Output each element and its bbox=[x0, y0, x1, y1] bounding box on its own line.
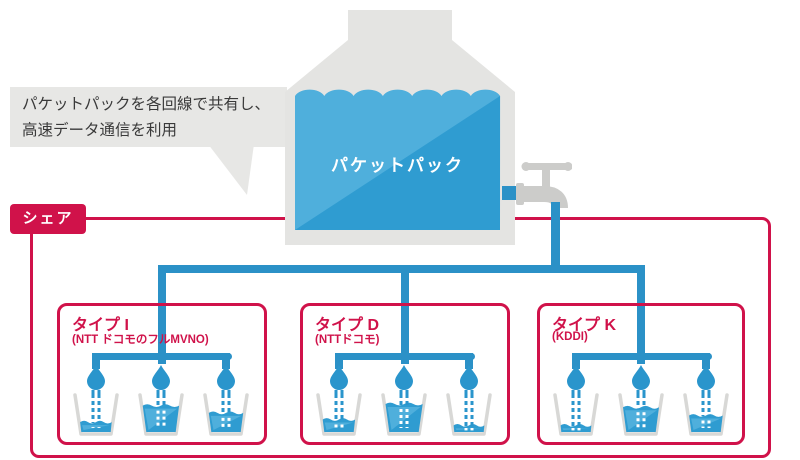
faucet-water-stream bbox=[551, 202, 560, 273]
group-title: タイプ K bbox=[552, 317, 617, 334]
tank-outlet-pipe bbox=[502, 186, 518, 200]
callout-bubble: パケットパックを各回線で共有し、 高速データ通信を利用 bbox=[10, 87, 287, 147]
group-subtitle: (KDDI) bbox=[552, 331, 588, 343]
cup-icon bbox=[138, 365, 184, 436]
group-box-type-k: タイプ K (KDDI) bbox=[537, 303, 745, 445]
cup-icon bbox=[553, 365, 599, 436]
group-subtitle: (NTT ドコモのフルMVNO) bbox=[72, 334, 209, 346]
glass-water bbox=[560, 424, 592, 432]
glass-water-highlight bbox=[455, 428, 483, 430]
cup-unit bbox=[678, 362, 734, 440]
manifold-stub-left bbox=[572, 353, 580, 369]
droplet-icon bbox=[152, 365, 170, 390]
cup-unit bbox=[376, 362, 432, 440]
cup-unit bbox=[311, 362, 367, 440]
droplet-icon bbox=[460, 365, 478, 390]
cup-unit bbox=[133, 362, 189, 440]
feed-line-type-i bbox=[158, 265, 166, 364]
cup-icon bbox=[73, 365, 119, 436]
glass-water-highlight bbox=[324, 422, 354, 430]
droplet-icon bbox=[697, 365, 715, 390]
feed-line-type-d bbox=[401, 265, 409, 364]
cup-icon bbox=[683, 365, 729, 436]
tank-water-shade bbox=[295, 96, 500, 230]
cup-unit bbox=[441, 362, 497, 440]
droplet-icon bbox=[330, 365, 348, 390]
manifold-stub-left bbox=[92, 353, 100, 369]
tank-label: パケットパック bbox=[331, 156, 464, 175]
cup-icon bbox=[446, 365, 492, 436]
manifold-stub-right bbox=[222, 353, 230, 369]
cup-unit bbox=[68, 362, 124, 440]
glass-water-highlight bbox=[210, 415, 242, 430]
feed-line-type-k bbox=[637, 265, 645, 364]
cup-icon bbox=[618, 365, 664, 436]
glass-water-highlight bbox=[562, 428, 590, 430]
glass-water-highlight bbox=[691, 418, 721, 430]
glass-water-highlight bbox=[387, 407, 421, 430]
glass-water bbox=[453, 424, 485, 432]
droplet-icon bbox=[217, 365, 235, 390]
callout-line-1: パケットパックを各回線で共有し、 bbox=[22, 96, 271, 113]
droplet-icon bbox=[567, 365, 585, 390]
manifold-stub-right bbox=[702, 353, 710, 369]
group-title: タイプ I bbox=[72, 317, 129, 334]
manifold-pipe bbox=[93, 353, 232, 360]
group-title: タイプ D bbox=[315, 317, 380, 334]
droplet-icon bbox=[395, 365, 413, 390]
group-box-type-i: タイプ I (NTT ドコモのフルMVNO) bbox=[57, 303, 267, 445]
droplet-icon bbox=[632, 365, 650, 390]
share-badge: シェア bbox=[10, 204, 86, 234]
glass-water-highlight bbox=[625, 410, 657, 430]
glass-water-highlight bbox=[144, 408, 178, 430]
callout-tail bbox=[208, 144, 254, 195]
cup-icon bbox=[316, 365, 362, 436]
cup-unit bbox=[548, 362, 604, 440]
cup-unit bbox=[198, 362, 254, 440]
group-subtitle: (NTTドコモ) bbox=[315, 334, 380, 346]
manifold-stub-right bbox=[465, 353, 473, 369]
manifold-pipe bbox=[336, 353, 475, 360]
group-box-type-d: タイプ D (NTTドコモ) bbox=[300, 303, 510, 445]
manifold-pipe bbox=[573, 353, 712, 360]
droplet-icon bbox=[87, 365, 105, 390]
packet-pack-tank bbox=[285, 10, 515, 245]
cup-unit bbox=[613, 362, 669, 440]
glass-water-highlight bbox=[82, 425, 110, 430]
cup-icon bbox=[381, 365, 427, 436]
faucet-icon bbox=[516, 162, 572, 209]
callout-line-2: 高速データ通信を利用 bbox=[22, 122, 178, 139]
cup-icon bbox=[203, 365, 249, 436]
manifold-stub-left bbox=[335, 353, 343, 369]
